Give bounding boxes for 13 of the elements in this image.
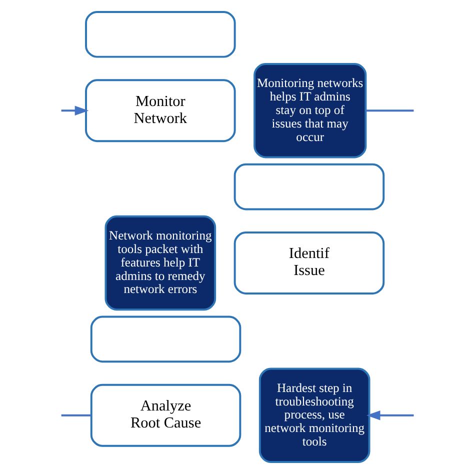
node-box: Monitoring networks helps IT admins stay on top of issues that may occur [253,63,366,158]
node-box: Monitor Network [84,79,236,142]
arrow [366,410,414,420]
connector [365,110,414,112]
node-box: Analyze Root Cause [90,384,241,447]
node-box: Hardest step in troubleshooting process, use network monitoring tools [258,368,370,463]
node-box [233,163,384,210]
node-box: Identif Issue [233,232,384,294]
connector [60,414,91,416]
node-box [90,316,241,363]
node-box: Network monitoring tools packet with features help IT admins to remedy network errors [104,215,216,311]
arrow [60,106,88,116]
node-box [84,11,236,58]
